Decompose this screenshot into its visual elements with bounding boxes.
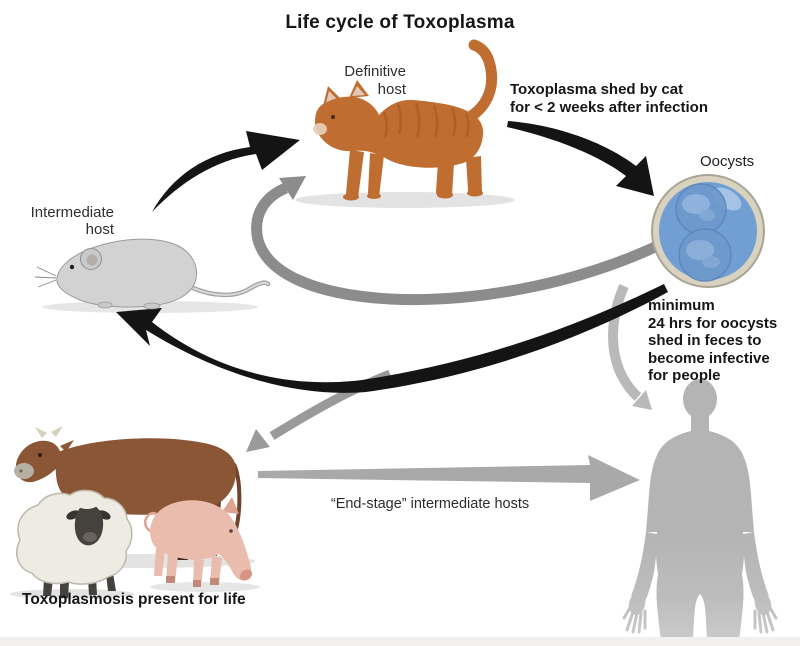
- intermediate-host-label: Intermediate host: [18, 204, 114, 238]
- sheep-illustration: [16, 489, 133, 598]
- end-stage-annotation: “End-stage” intermediate hosts: [330, 496, 530, 512]
- human-illustration: [622, 379, 778, 646]
- oocyst-infective-line5: for people: [648, 367, 721, 385]
- mouse-illustration: [34, 238, 271, 310]
- footer-bar: [0, 637, 800, 646]
- present-for-life-annotation: Toxoplasmosis present for life: [22, 591, 246, 608]
- oocyst-illustration: [651, 174, 765, 288]
- shed-by-cat-line2: for < 2 weeks after infection: [510, 99, 708, 116]
- pig-illustration: [144, 497, 253, 587]
- arrow-endstage-to-human: [258, 455, 640, 501]
- oocyst-infective-line4: become infective: [648, 349, 770, 367]
- oocyst-infective-line1: minimum: [648, 297, 715, 314]
- oocyst-infective-line3: shed in feces to: [648, 332, 762, 350]
- arrow-oocysts-to-mouse: [116, 284, 668, 393]
- arrow-mouse-to-cat: [152, 131, 300, 212]
- oocyst-infective-line2: 24 hrs for oocysts: [648, 314, 778, 332]
- definitive-host-label: Definitive host: [326, 63, 406, 99]
- intermediate-host-line1: Intermediate: [30, 204, 114, 221]
- definitive-host-line2: host: [377, 81, 406, 98]
- page-title: Life cycle of Toxoplasma: [285, 12, 515, 33]
- cat-illustration: [313, 39, 498, 201]
- arrow-cat-to-oocysts: [507, 121, 654, 196]
- definitive-host-line1: Definitive: [344, 63, 406, 80]
- intermediate-host-line2: host: [85, 221, 114, 238]
- oocysts-label: Oocysts: [700, 153, 755, 170]
- shed-by-cat-annotation: Toxoplasma shed by cat for < 2 weeks aft…: [510, 81, 708, 117]
- shed-by-cat-line1: Toxoplasma shed by cat: [510, 81, 684, 98]
- arrow-oocysts-to-cat: [251, 176, 658, 306]
- oocyst-infective-annotation: minimum 24 hrs for oocysts shed in feces…: [648, 297, 777, 385]
